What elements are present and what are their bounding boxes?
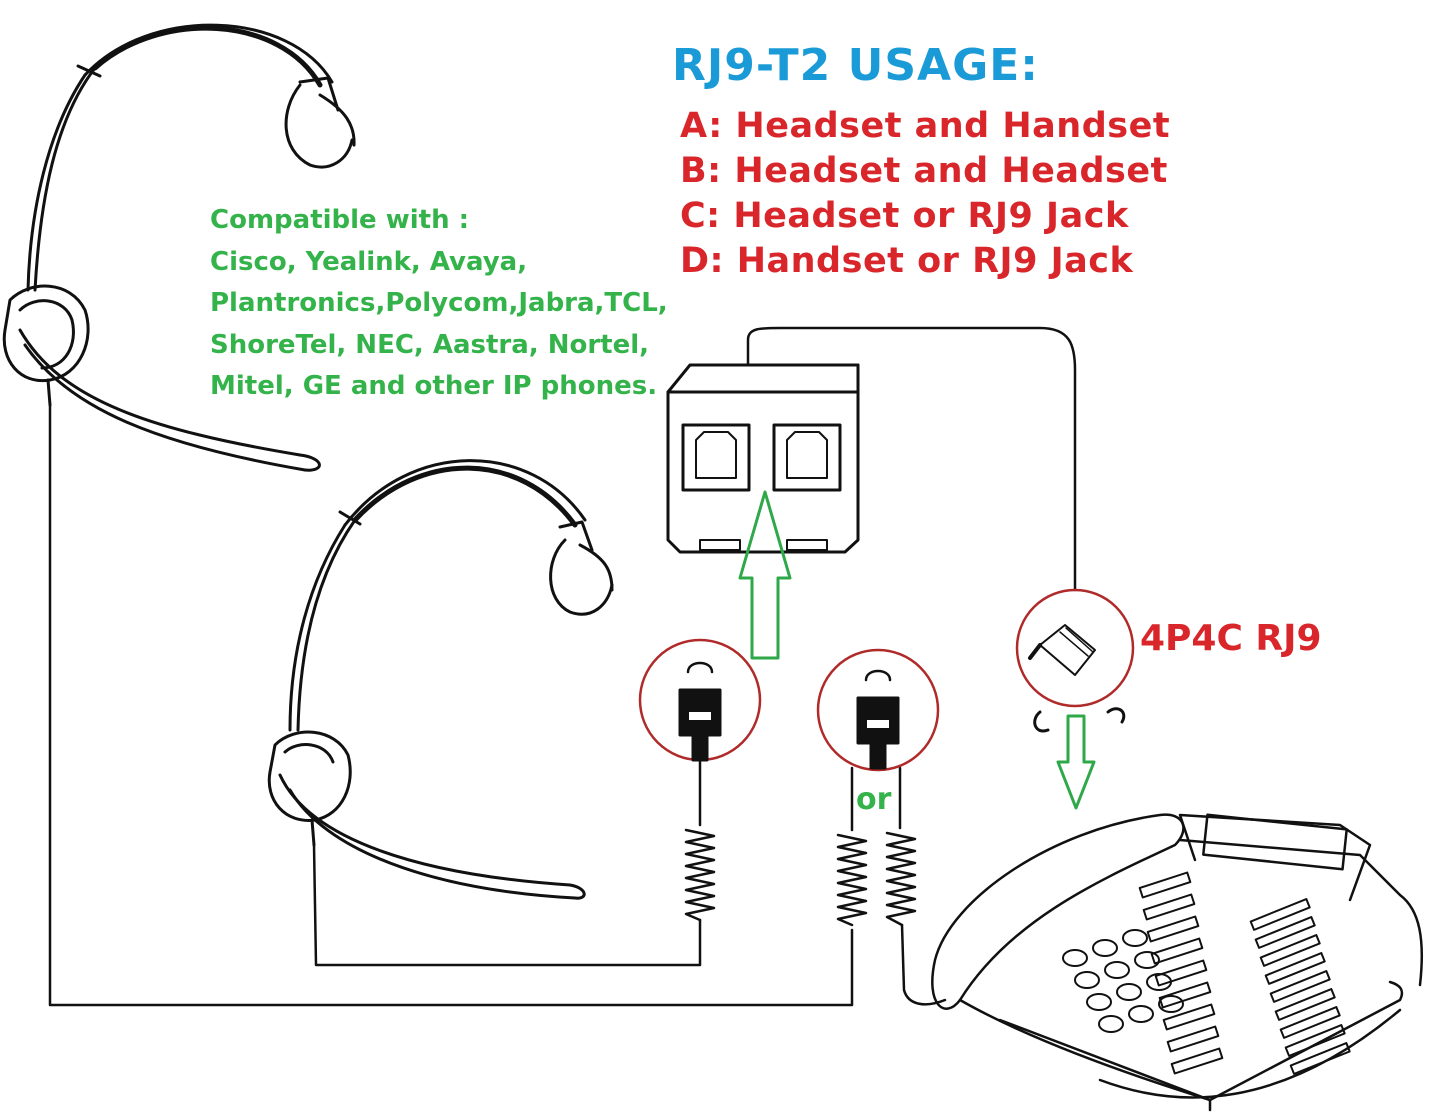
- function-key: [1154, 959, 1208, 987]
- usage-list: A: Headset and Handset B: Headset and He…: [680, 104, 1170, 284]
- coiled-cord-c: [885, 766, 947, 1006]
- function-key: [1269, 970, 1331, 1003]
- keypad-key: [1092, 939, 1118, 957]
- connector-label: 4P4C RJ9: [1140, 618, 1322, 659]
- phone-keypad: [1062, 929, 1184, 1033]
- cable-headset-2: [312, 843, 702, 967]
- compatibility-list: Compatible with : Cisco, Yealink, Avaya,…: [210, 200, 668, 408]
- function-key: [1146, 915, 1200, 943]
- compatibility-line: Plantronics,Polycom,Jabra,TCL,: [210, 288, 668, 318]
- function-key: [1254, 916, 1316, 949]
- rj9-jack-icon-b: [816, 648, 940, 772]
- function-key: [1289, 1042, 1351, 1075]
- function-key: [1170, 1047, 1224, 1075]
- keypad-key: [1116, 983, 1142, 1001]
- keypad-key: [1158, 995, 1184, 1013]
- or-label: or: [856, 782, 892, 817]
- headset-icon-2: [267, 459, 614, 900]
- keypad-key: [1098, 1015, 1124, 1033]
- usage-option-c: C: Headset or RJ9 Jack: [680, 196, 1129, 236]
- function-key: [1259, 934, 1321, 967]
- keypad-key: [1086, 993, 1112, 1011]
- coiled-cord-a: [684, 758, 716, 922]
- keypad-key: [1062, 949, 1088, 967]
- keypad-key: [1104, 961, 1130, 979]
- headset-icon-1: [2, 23, 356, 472]
- rj9-jack-icon-a: [638, 638, 762, 762]
- usage-option-d: D: Handset or RJ9 Jack: [680, 241, 1134, 281]
- compatibility-heading: Compatible with :: [210, 205, 470, 235]
- function-key: [1274, 988, 1336, 1021]
- cable-headset-1: [48, 403, 854, 1007]
- compatibility-line: Mitel, GE and other IP phones.: [210, 371, 658, 401]
- rj9-plug-icon: [1015, 588, 1135, 733]
- function-key: [1279, 1006, 1341, 1039]
- compatibility-line: Cisco, Yealink, Avaya,: [210, 246, 528, 277]
- function-key: [1142, 893, 1196, 921]
- desk-phone-icon: [931, 813, 1424, 1112]
- keypad-key: [1122, 929, 1148, 947]
- function-key: [1138, 871, 1192, 899]
- phone-function-keys: [1138, 871, 1351, 1075]
- function-key: [1166, 1025, 1220, 1053]
- handset-icon: [1033, 710, 1050, 733]
- function-key: [1162, 1003, 1216, 1031]
- splitter-icon: [666, 326, 1077, 592]
- compatibility-line: ShoreTel, NEC, Aastra, Nortel,: [210, 329, 650, 360]
- usage-option-a: A: Headset and Handset: [680, 106, 1171, 146]
- coiled-cord-b: [836, 766, 868, 927]
- keypad-key: [1128, 1005, 1154, 1023]
- keypad-key: [1134, 951, 1160, 969]
- function-key: [1264, 952, 1326, 985]
- arrow-up-icon: [738, 490, 792, 660]
- usage-option-b: B: Headset and Headset: [680, 151, 1168, 191]
- keypad-key: [1074, 971, 1100, 989]
- arrow-down-icon: [1056, 714, 1096, 810]
- function-key: [1284, 1024, 1346, 1057]
- function-key: [1158, 981, 1212, 1009]
- usage-title: RJ9-T2 USAGE:: [672, 40, 1039, 91]
- function-key: [1150, 937, 1204, 965]
- function-key: [1249, 898, 1311, 931]
